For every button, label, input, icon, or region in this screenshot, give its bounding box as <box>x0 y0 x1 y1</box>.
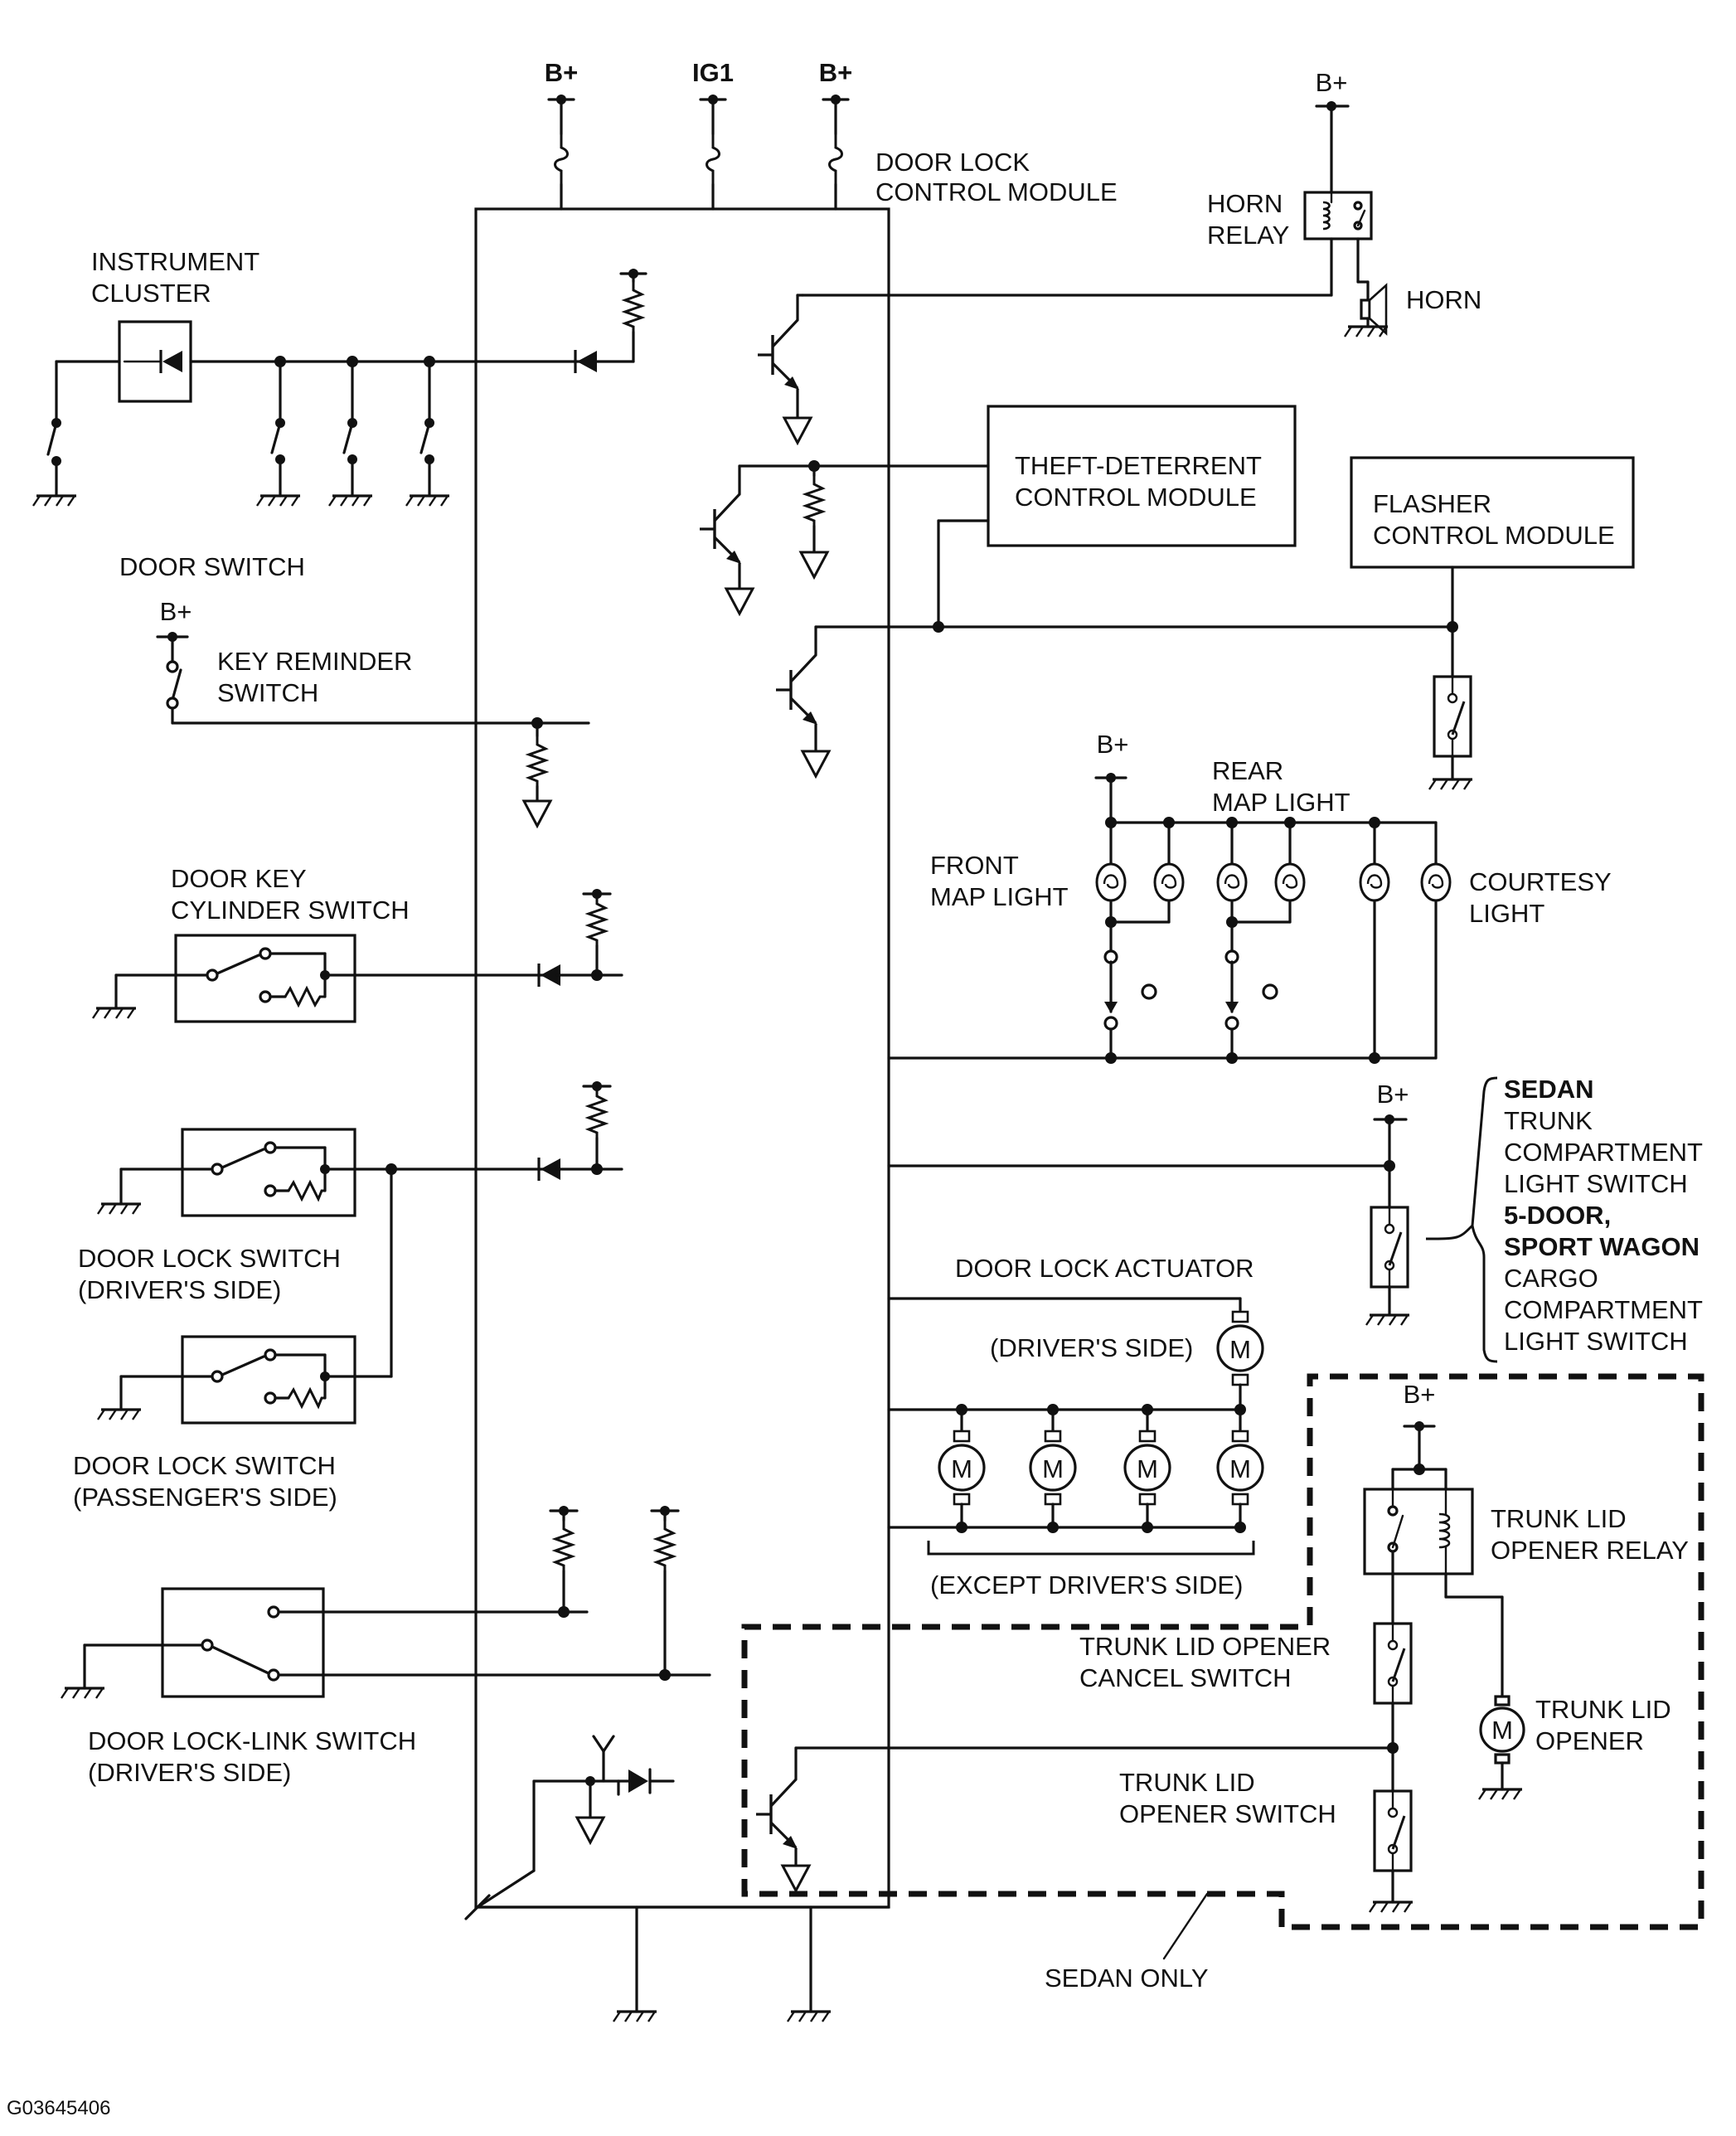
svg-text:TRUNK LID: TRUNK LID <box>1535 1695 1671 1724</box>
trunk-lid-opener-section: B+ M <box>741 1373 1704 1993</box>
supply-label-bplus-2: B+ <box>819 58 853 87</box>
door-key-cylinder-switch: DOOR KEY CYLINDER SWITCH <box>91 864 623 1023</box>
svg-text:DOOR LOCK SWITCH: DOOR LOCK SWITCH <box>73 1451 336 1480</box>
svg-text:B+: B+ <box>1377 1080 1409 1109</box>
svg-text:DOOR LOCK ACTUATOR: DOOR LOCK ACTUATOR <box>955 1254 1254 1283</box>
svg-text:LIGHT SWITCH: LIGHT SWITCH <box>1504 1327 1688 1356</box>
svg-text:M: M <box>1137 1454 1158 1483</box>
svg-text:B+: B+ <box>1316 68 1348 97</box>
svg-text:OPENER SWITCH: OPENER SWITCH <box>1119 1799 1336 1828</box>
svg-text:(DRIVER'S SIDE): (DRIVER'S SIDE) <box>990 1333 1193 1362</box>
door-switch-label: DOOR SWITCH <box>119 552 305 581</box>
svg-text:(DRIVER'S SIDE): (DRIVER'S SIDE) <box>88 1758 291 1787</box>
svg-text:TRUNK LID OPENER: TRUNK LID OPENER <box>1079 1632 1331 1661</box>
power-inputs: B+ IG1 B+ <box>545 58 853 211</box>
svg-text:5-DOOR,: 5-DOOR, <box>1504 1201 1611 1230</box>
svg-text:B+: B+ <box>160 597 192 626</box>
svg-text:MAP LIGHT: MAP LIGHT <box>930 882 1069 911</box>
sedan-only-label: SEDAN ONLY <box>1045 1964 1209 1993</box>
flasher-control-module: FLASHER CONTROL MODULE <box>774 456 1635 791</box>
door-lock-link-switch: DOOR LOCK-LINK SWITCH (DRIVER'S SIDE) <box>60 1506 711 1787</box>
door-lock-control-module-label: DOOR LOCK CONTROL MODULE <box>875 148 1118 206</box>
horn-driver-transistor <box>756 294 812 444</box>
svg-text:OPENER: OPENER <box>1535 1726 1644 1755</box>
svg-text:HORN: HORN <box>1207 189 1283 218</box>
svg-text:SPORT WAGON: SPORT WAGON <box>1504 1232 1700 1261</box>
door-lock-control-module-box <box>474 207 890 1909</box>
svg-text:DOOR LOCK-LINK SWITCH: DOOR LOCK-LINK SWITCH <box>88 1726 416 1755</box>
svg-text:M: M <box>1229 1335 1251 1364</box>
svg-text:CANCEL SWITCH: CANCEL SWITCH <box>1079 1663 1291 1692</box>
svg-text:TRUNK: TRUNK <box>1504 1106 1593 1135</box>
svg-text:REAR: REAR <box>1212 756 1283 785</box>
svg-text:KEY REMINDER: KEY REMINDER <box>217 647 412 676</box>
svg-text:DOOR KEY: DOOR KEY <box>171 864 307 893</box>
svg-text:RELAY: RELAY <box>1207 221 1289 250</box>
svg-text:FRONT: FRONT <box>930 851 1019 880</box>
svg-text:M: M <box>1042 1454 1064 1483</box>
module-ground-circuit <box>464 1735 890 2023</box>
instrument-cluster: INSTRUMENT CLUSTER <box>91 247 259 403</box>
svg-text:M: M <box>1491 1716 1513 1745</box>
supply-label-ig1: IG1 <box>692 58 734 87</box>
svg-text:B+: B+ <box>1404 1380 1436 1409</box>
svg-text:DOOR LOCK SWITCH: DOOR LOCK SWITCH <box>78 1244 341 1273</box>
svg-text:OPENER RELAY: OPENER RELAY <box>1491 1536 1689 1565</box>
svg-text:DOOR LOCK: DOOR LOCK <box>875 148 1030 177</box>
svg-text:CLUSTER: CLUSTER <box>91 279 211 308</box>
svg-text:B+: B+ <box>1097 730 1129 759</box>
svg-text:LIGHT SWITCH: LIGHT SWITCH <box>1504 1169 1688 1198</box>
svg-text:M: M <box>1229 1454 1251 1483</box>
door-lock-actuators: DOOR LOCK ACTUATOR (DRIVER'S SIDE) M M M… <box>887 1254 1264 1600</box>
svg-text:SWITCH: SWITCH <box>217 678 318 707</box>
horn-label: HORN <box>1406 285 1481 314</box>
svg-text:INSTRUMENT: INSTRUMENT <box>91 247 259 276</box>
svg-text:COMPARTMENT: COMPARTMENT <box>1504 1138 1703 1167</box>
theft-deterrent-control-module: THEFT-DETERRENT CONTROL MODULE <box>698 405 1297 629</box>
svg-text:FLASHER: FLASHER <box>1373 489 1491 518</box>
door-switch-input-circuit <box>574 269 647 375</box>
door-switch-bank: DOOR SWITCH <box>32 356 582 581</box>
svg-text:THEFT-DETERRENT: THEFT-DETERRENT <box>1015 451 1262 480</box>
svg-text:CONTROL MODULE: CONTROL MODULE <box>875 177 1118 206</box>
svg-text:LIGHT: LIGHT <box>1469 899 1544 928</box>
compartment-light-switch: B+ SEDAN TRUNK COMPARTMENT LIGHT SWITCH … <box>887 1075 1703 1363</box>
svg-text:CARGO: CARGO <box>1504 1264 1598 1293</box>
svg-text:COURTESY: COURTESY <box>1469 867 1612 896</box>
key-reminder-switch: B+ KEY REMINDER SWITCH <box>156 597 590 828</box>
svg-text:MAP LIGHT: MAP LIGHT <box>1212 788 1350 817</box>
svg-text:CONTROL MODULE: CONTROL MODULE <box>1373 521 1615 550</box>
interior-lights: B+ <box>887 730 1612 1064</box>
svg-text:CONTROL MODULE: CONTROL MODULE <box>1015 483 1257 512</box>
svg-text:(DRIVER'S SIDE): (DRIVER'S SIDE) <box>78 1275 281 1304</box>
svg-text:M: M <box>951 1454 972 1483</box>
door-lock-switch-driver: DOOR LOCK SWITCH (DRIVER'S SIDE) <box>78 1081 623 1304</box>
svg-text:(EXCEPT DRIVER'S SIDE): (EXCEPT DRIVER'S SIDE) <box>930 1570 1243 1600</box>
svg-text:TRUNK LID: TRUNK LID <box>1491 1504 1627 1533</box>
svg-text:COMPARTMENT: COMPARTMENT <box>1504 1295 1703 1324</box>
svg-text:TRUNK LID: TRUNK LID <box>1119 1768 1255 1797</box>
svg-text:SEDAN: SEDAN <box>1504 1075 1594 1104</box>
horn-relay: B+ HORN RELAY HORN <box>801 68 1481 338</box>
figure-id: G03645406 <box>7 2097 110 2119</box>
door-lock-switch-passenger: DOOR LOCK SWITCH (PASSENGER'S SIDE) <box>73 1168 393 1512</box>
supply-label-bplus-1: B+ <box>545 58 579 87</box>
svg-text:(PASSENGER'S SIDE): (PASSENGER'S SIDE) <box>73 1483 337 1512</box>
svg-text:CYLINDER SWITCH: CYLINDER SWITCH <box>171 896 410 925</box>
